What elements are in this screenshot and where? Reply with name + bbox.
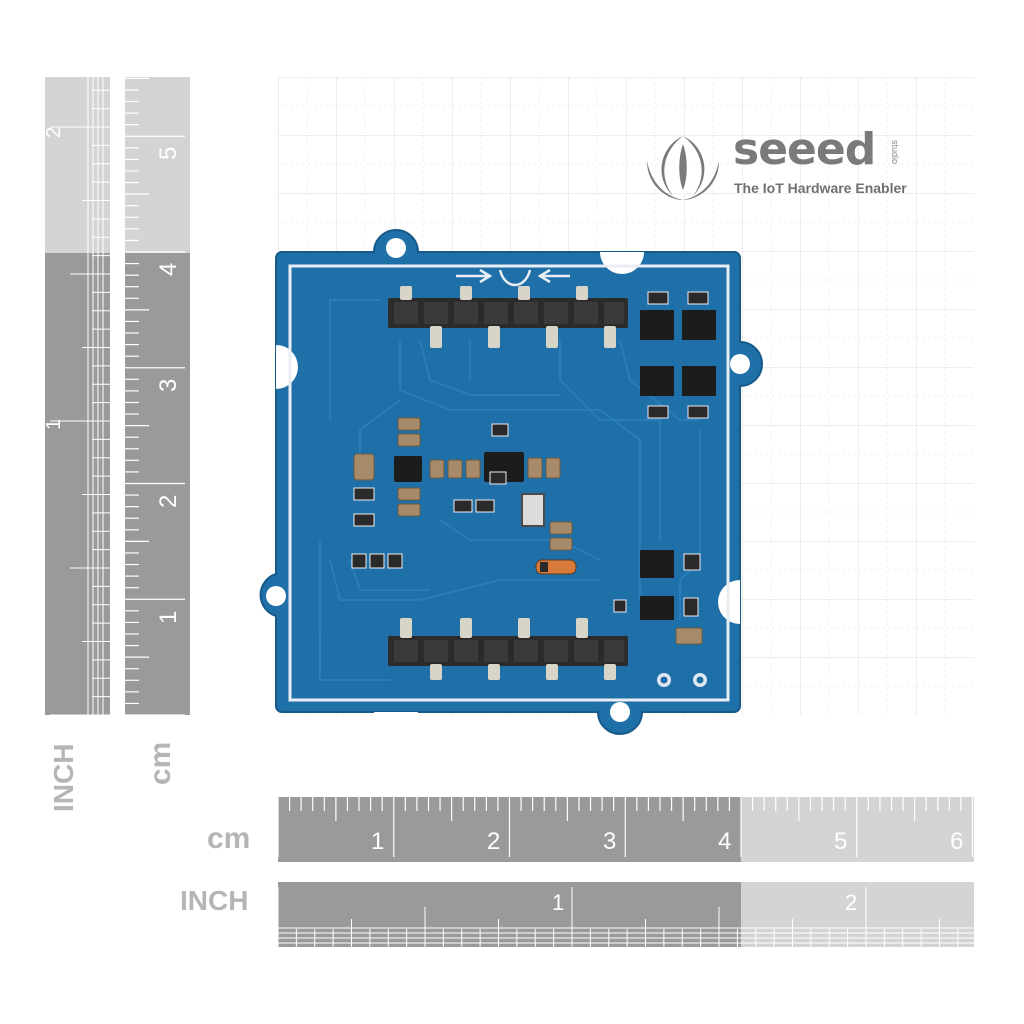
pcb-board: [259, 229, 763, 735]
vertical-inch-unit-label: INCH: [48, 744, 79, 812]
vinch-tick-1: 1: [43, 419, 65, 430]
vertical-cm-ruler: [125, 77, 190, 716]
horizontal-cm-ruler: [277, 797, 974, 862]
hcm-tick-3: 3: [603, 828, 616, 855]
hcm-tick-6: 6: [950, 828, 963, 855]
hinch-tick-2: 2: [845, 890, 857, 915]
seeed-leaf-logo-icon: [647, 136, 719, 200]
pin-header-top: [388, 286, 628, 348]
horizontal-inch-ruler: [277, 882, 974, 947]
vertical-cm-unit-label: cm: [144, 742, 177, 785]
vinch-tick-2: 2: [43, 127, 65, 138]
vcm-tick-1: 1: [155, 611, 182, 624]
vcm-tick-2: 2: [155, 495, 182, 508]
hcm-tick-1: 1: [371, 828, 384, 855]
hinch-tick-1: 1: [552, 890, 564, 915]
vcm-tick-5: 5: [155, 147, 182, 160]
hcm-tick-4: 4: [718, 828, 731, 855]
vcm-tick-3: 3: [155, 379, 182, 392]
pin-header-bottom: [388, 618, 628, 680]
vcm-tick-4: 4: [155, 263, 182, 276]
brand-tagline: The IoT Hardware Enabler: [734, 180, 907, 196]
horizontal-cm-unit-label: cm: [207, 822, 250, 855]
horizontal-inch-unit-label: INCH: [180, 885, 248, 916]
vertical-inch-ruler: [45, 77, 110, 716]
brand-name: seeed: [733, 124, 876, 175]
brand-studio: studio: [890, 140, 900, 165]
hcm-tick-2: 2: [487, 828, 500, 855]
hcm-tick-5: 5: [834, 828, 847, 855]
